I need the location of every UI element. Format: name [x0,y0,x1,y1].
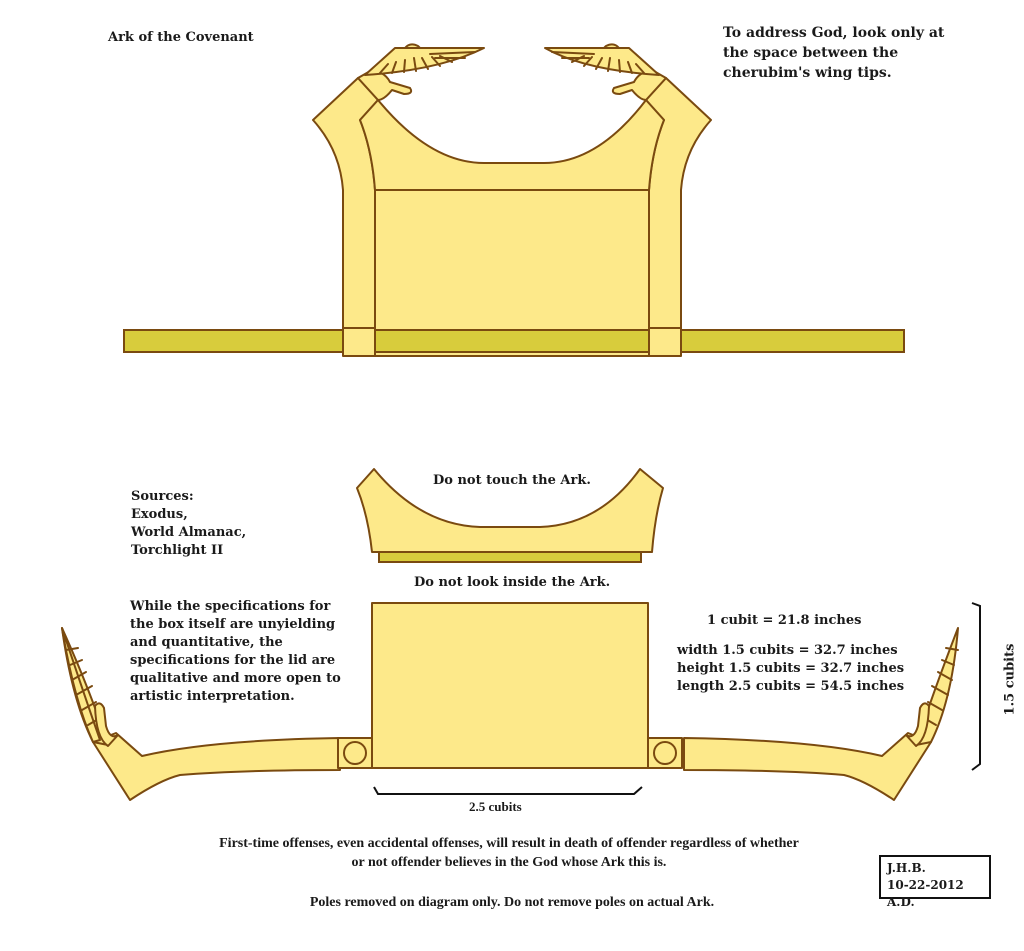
box-base [374,351,650,357]
cherub-right-laid [683,732,932,801]
mercy-seat-lid [359,99,665,191]
lid-rim [378,551,642,563]
lid-separated [356,468,664,563]
dimension-width: width 1.5 cubits = 32.7 inches [677,643,898,658]
source-item: Exodus, [131,507,188,522]
spec-note-line: While the specifications for [130,599,331,614]
warning-line: or not offender believes in the God whos… [351,855,667,870]
sources-block: Sources: Exodus, World Almanac, Torchlig… [131,488,246,560]
hand-left-laid [94,702,119,747]
ring-left-circle [343,741,367,765]
address-god-note: To address God, look only at the space b… [723,23,944,83]
wing-left [364,43,485,76]
spec-note-line: the box itself are unyielding [130,617,336,632]
lid-body [356,468,664,553]
source-item: Torchlight II [131,543,224,558]
sources-heading: Sources: [131,489,194,504]
ring-left [342,327,376,357]
poles-note: Poles removed on diagram only. Do not re… [309,895,715,910]
dimension-length: length 2.5 cubits = 54.5 inches [677,679,905,694]
cubit-conversion: 1 cubit = 21.8 inches [707,613,862,628]
wing-right [544,43,660,76]
hand-right-laid [905,702,930,747]
ark-front-view [123,43,905,357]
ring-right [648,327,682,357]
spec-note-line: artistic interpretation. [130,689,295,704]
do-not-touch-note: Do not touch the Ark. [433,473,591,488]
dimension-height: height 1.5 cubits = 32.7 inches [677,661,905,676]
ark-exploded-view [61,602,959,801]
ark-box [374,189,650,331]
warning-note: First-time offenses, even accidental off… [0,834,1024,872]
diagram-title: Ark of the Covenant [108,30,254,45]
specification-note: While the specifications for the box its… [130,598,341,706]
signature-date: 10-22-2012 A.D. [887,878,964,909]
signature-initials: J.H.B. [887,861,926,875]
do-not-look-note: Do not look inside the Ark. [414,575,611,590]
spec-note-line: specifications for the lid are [130,653,336,668]
warning-line: First-time offenses, even accidental off… [219,836,799,851]
ring-right-circle [653,741,677,765]
box-top-view [371,602,649,769]
source-item: World Almanac, [131,525,247,540]
length-label: 2.5 cubits [469,799,522,814]
pole-through-box [374,329,650,353]
cherub-left-laid [92,732,341,801]
address-note-line: cherubim's wing tips. [723,65,892,81]
length-bracket [373,786,643,795]
address-note-line: the space between the [723,45,899,61]
spec-note-line: and quantitative, the [130,635,283,650]
height-bracket [971,602,981,771]
spec-note-line: qualitative and more open to [130,671,341,686]
dimensions-list: width 1.5 cubits = 32.7 inches height 1.… [677,642,904,696]
signature-box: J.H.B. 10-22-2012 A.D. [879,855,991,909]
height-label: 1.5 cubits [1002,643,1018,716]
address-note-line: To address God, look only at [723,25,945,41]
